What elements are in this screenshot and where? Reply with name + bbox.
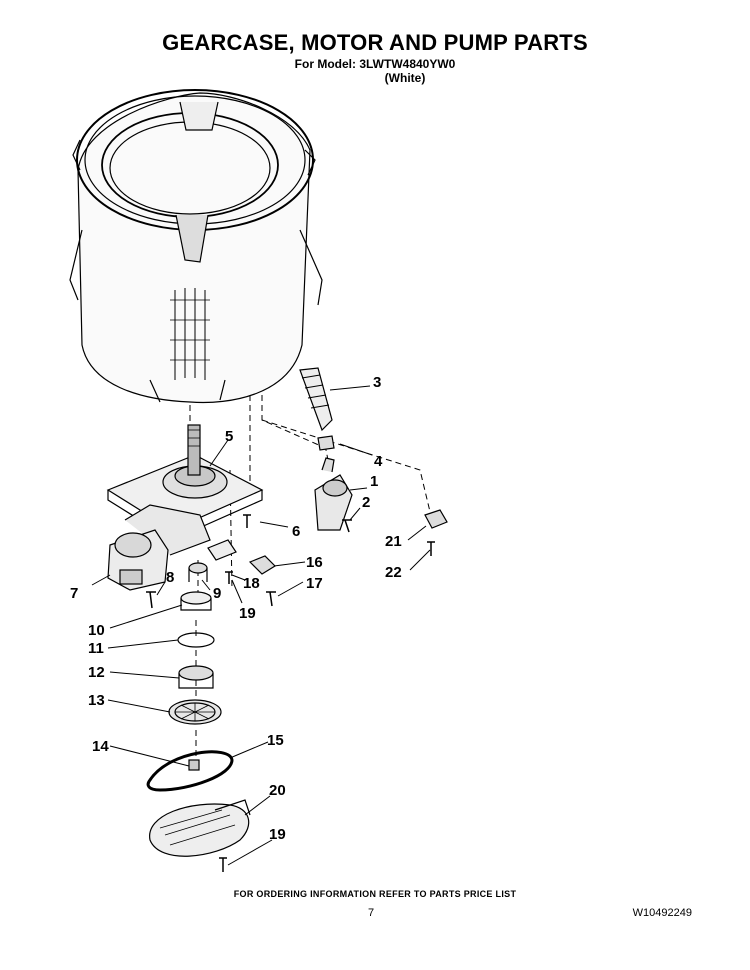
document-number: W10492249 xyxy=(632,907,692,919)
callout-5: 5 xyxy=(225,428,234,445)
hose-bracket xyxy=(424,509,448,529)
pump-screw xyxy=(342,519,352,533)
callout-18: 18 xyxy=(243,575,260,592)
callout-19-lower: 19 xyxy=(269,826,286,843)
drive-motor xyxy=(107,529,169,591)
motor-shield xyxy=(149,799,251,857)
coupler-body xyxy=(188,568,208,582)
gearcase-assembly xyxy=(106,424,264,556)
callout-16: 16 xyxy=(306,554,323,571)
mount-screw xyxy=(225,571,233,584)
callout-2: 2 xyxy=(362,494,371,511)
ordering-note: FOR ORDERING INFORMATION REFER TO PARTS … xyxy=(233,889,517,899)
drain-hose xyxy=(299,367,333,432)
callout-13: 13 xyxy=(88,692,105,709)
drain-pump xyxy=(314,457,353,531)
callout-10: 10 xyxy=(88,622,105,639)
callout-17: 17 xyxy=(306,575,323,592)
pulley-nut xyxy=(188,759,200,771)
callout-7: 7 xyxy=(70,585,79,602)
leader-lines xyxy=(91,385,431,866)
spring xyxy=(207,539,237,561)
callout-6: 6 xyxy=(292,523,301,540)
hose-clamp xyxy=(317,435,335,451)
clutch-housing xyxy=(178,665,214,681)
callout-15: 15 xyxy=(267,732,284,749)
model-line: For Model: 3LWTW4840YW0 xyxy=(294,57,456,71)
callout-11: 11 xyxy=(88,640,104,657)
callout-14: 14 xyxy=(92,738,109,755)
bracket-screw-lower xyxy=(427,541,435,556)
callout-9: 9 xyxy=(213,585,222,602)
switch-bracket xyxy=(248,555,276,575)
bracket-screw xyxy=(266,591,276,607)
callout-20: 20 xyxy=(269,782,286,799)
callout-12: 12 xyxy=(88,664,105,681)
callout-3: 3 xyxy=(373,374,382,391)
callout-22: 22 xyxy=(385,564,402,581)
page-number: 7 xyxy=(368,907,375,919)
callout-4: 4 xyxy=(374,453,383,470)
color-line: (White) xyxy=(384,71,426,85)
callout-19-upper: 19 xyxy=(239,605,256,622)
plate-screw xyxy=(243,514,251,528)
tub-illustration xyxy=(69,89,323,404)
callout-8: 8 xyxy=(166,569,175,586)
motor-screw xyxy=(146,591,156,609)
callout-1: 1 xyxy=(370,473,379,490)
coupler xyxy=(188,562,208,574)
drive-belt xyxy=(146,750,234,792)
callout-21: 21 xyxy=(385,533,402,550)
drive-pulley xyxy=(168,699,222,725)
page-title: GEARCASE, MOTOR AND PUMP PARTS xyxy=(162,30,588,55)
bearing xyxy=(180,591,212,605)
shield-screw xyxy=(219,857,227,872)
